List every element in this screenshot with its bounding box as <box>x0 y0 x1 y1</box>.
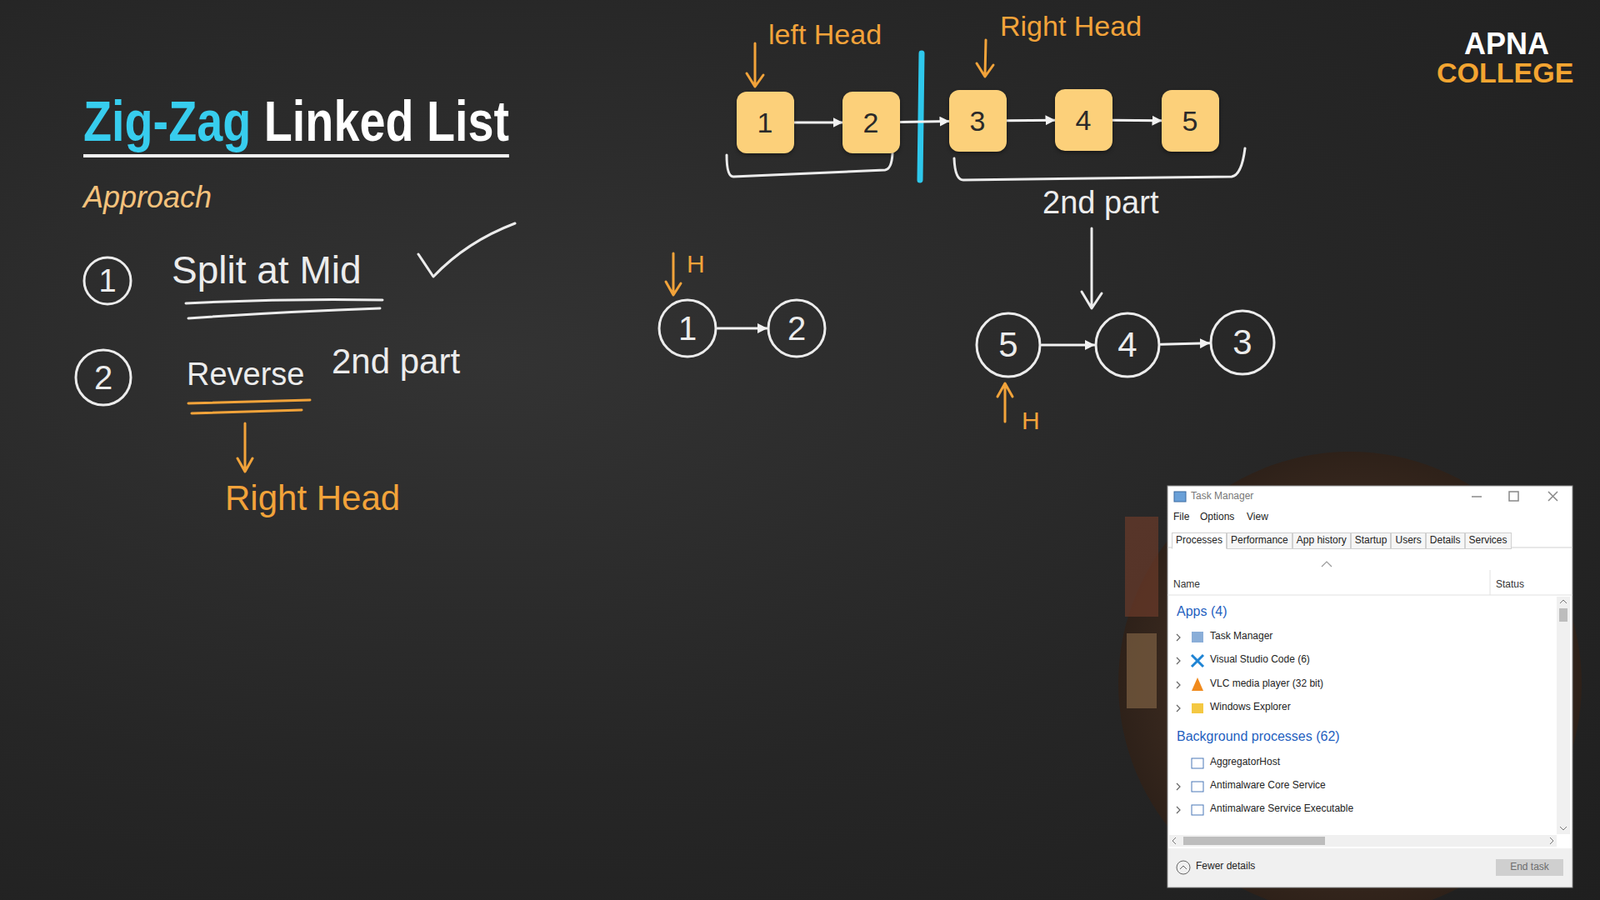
pointer-arrow <box>997 383 1013 422</box>
column-header: Status <box>1495 579 1525 591</box>
node-label: 2 <box>94 359 113 397</box>
node-label: 5 <box>1182 105 1199 138</box>
group-header: Apps (4) <box>1176 604 1227 620</box>
process-name: VLC media player (32 bit) <box>1210 678 1324 690</box>
menu-item: File <box>1173 511 1190 524</box>
node-label: 4 <box>1075 104 1092 137</box>
next-pointer-arrow <box>794 121 843 125</box>
underline <box>188 400 310 414</box>
tab-label: Startup <box>1350 532 1392 550</box>
pointer-arrow <box>1081 228 1102 309</box>
list-node-box: 2 <box>842 91 900 154</box>
node-label: 2 <box>787 310 806 348</box>
bookshelf <box>1125 516 1159 617</box>
process-name: Windows Explorer <box>1210 701 1291 714</box>
tab-label: Performance <box>1226 532 1293 550</box>
brace <box>954 148 1245 180</box>
list-node-circle: 5 <box>975 311 1042 379</box>
next-pointer-arrow <box>717 327 767 330</box>
node-label: 4 <box>1117 325 1137 365</box>
node-label: 1 <box>98 263 116 300</box>
pointer-arrow <box>237 423 253 472</box>
node-label: 2 <box>863 106 880 140</box>
menu-item: Options <box>1200 511 1235 524</box>
bookshelf <box>1126 633 1157 709</box>
footer-link: Fewer details <box>1195 860 1255 873</box>
head-marker: H <box>686 250 705 280</box>
next-pointer-arrow <box>1041 344 1095 347</box>
tab-label: Services <box>1465 532 1512 550</box>
check-mark <box>418 223 515 277</box>
window-title: Task Manager <box>1190 490 1254 503</box>
step-text: Reverse <box>186 356 305 394</box>
list-node-box: 4 <box>1055 89 1113 151</box>
process-name: Task Manager <box>1210 630 1273 643</box>
list-node-circle: 2 <box>766 298 827 359</box>
pointer-arrow <box>976 40 994 77</box>
part-label: 2nd part <box>1042 185 1159 222</box>
tab-label: Users <box>1390 532 1425 550</box>
next-pointer-arrow <box>1006 119 1055 122</box>
group-header: Background processes (62) <box>1176 729 1340 745</box>
next-pointer-arrow <box>1112 119 1162 122</box>
task-manager-window <box>1167 485 1573 888</box>
process-name: Antimalware Service Executable <box>1210 803 1354 815</box>
tab-label: Processes <box>1171 532 1227 550</box>
list-node-box: 1 <box>736 91 795 154</box>
list-node-circle: 2 <box>74 348 133 407</box>
node-label: 5 <box>998 325 1018 365</box>
next-pointer-arrow <box>1160 343 1210 345</box>
list-node-circle: 1 <box>82 255 133 306</box>
split-divider <box>920 53 922 180</box>
list-node-circle: 3 <box>1209 309 1276 376</box>
list-node-box: 5 <box>1161 90 1220 152</box>
column-header: Name <box>1173 579 1200 591</box>
underline <box>185 300 383 320</box>
title-heading: Zig-Zag Linked List <box>83 90 510 158</box>
logo-text: APNA <box>1464 26 1550 61</box>
tab-label: App history <box>1292 532 1351 550</box>
webcam-overlay <box>1118 451 1582 900</box>
pointer-arrow <box>665 253 681 295</box>
node-label: 1 <box>678 310 697 348</box>
head-marker: H <box>1021 406 1040 436</box>
logo-text: COLLEGE <box>1436 56 1574 90</box>
list-node-circle: 4 <box>1094 311 1161 379</box>
pointer-label: Right Head <box>1000 10 1142 43</box>
pointer-label: left Head <box>768 18 882 51</box>
list-node-box: 3 <box>949 90 1007 152</box>
list-node-circle: 1 <box>657 298 718 359</box>
node-label: 1 <box>757 106 774 140</box>
pointer-arrow <box>746 43 764 87</box>
step-note: Right Head <box>225 478 400 519</box>
step-text: Split at Mid <box>171 248 362 293</box>
section-heading: Approach <box>83 180 212 215</box>
node-label: 3 <box>970 105 986 138</box>
process-name: AggregatorHost <box>1210 756 1280 769</box>
process-name: Antimalware Core Service <box>1210 780 1326 792</box>
menu-item: View <box>1246 511 1269 524</box>
next-pointer-arrow <box>900 120 950 124</box>
brace <box>726 153 893 177</box>
step-text: 2nd part <box>331 341 460 382</box>
end-task-button: End task <box>1495 859 1564 876</box>
process-name: Visual Studio Code (6) <box>1210 654 1310 666</box>
tab-label: Details <box>1425 532 1465 550</box>
node-label: 3 <box>1232 322 1252 363</box>
